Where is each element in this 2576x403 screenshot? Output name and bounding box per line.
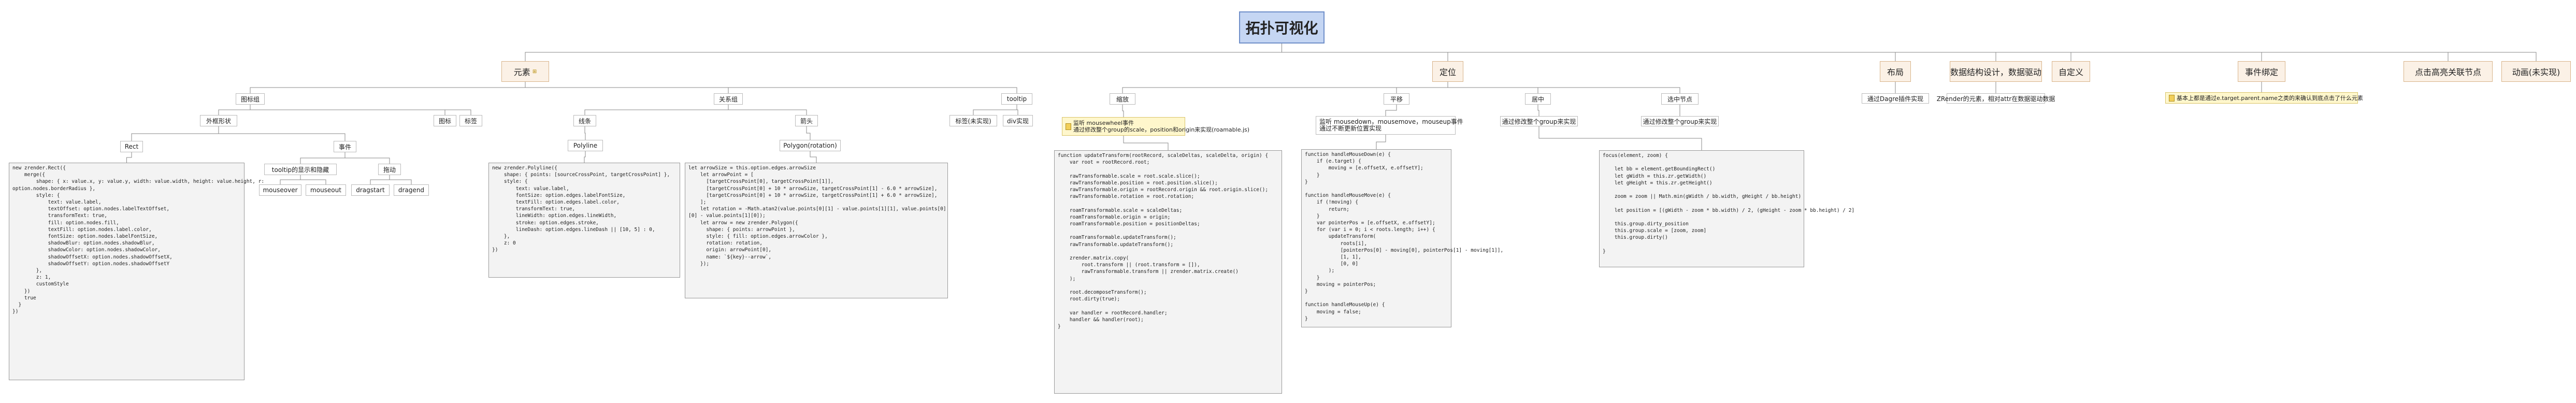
node-div-impl[interactable]: div实现 bbox=[1003, 115, 1033, 126]
collapse-badge-icon: ⊞ bbox=[532, 68, 537, 75]
note-data: ZRender的元素，相对attr在数据驱动数据 bbox=[1937, 93, 2055, 104]
connector-line bbox=[218, 126, 346, 141]
node-tag[interactable]: 标签 bbox=[459, 115, 482, 126]
node-tooltip[interactable]: tooltip bbox=[1001, 93, 1032, 105]
connector-line bbox=[525, 44, 1282, 61]
node-event-sub[interactable]: 事件 bbox=[334, 141, 356, 152]
connector-line bbox=[126, 152, 132, 163]
node-icon[interactable]: 图标 bbox=[434, 115, 456, 126]
connector-line bbox=[344, 152, 390, 164]
connector-line bbox=[370, 175, 390, 184]
connector-line bbox=[1123, 136, 1169, 150]
node-polyline[interactable]: Polyline bbox=[568, 140, 603, 151]
connector-line bbox=[728, 105, 807, 115]
node-line[interactable]: 线条 bbox=[573, 115, 596, 126]
note-zoom: 监听 mousewheel事件 通过修改整个group的scale，positi… bbox=[1062, 117, 1249, 136]
node-elements-label: 元素 bbox=[513, 67, 530, 77]
connector-line bbox=[973, 105, 1017, 115]
connector-line bbox=[300, 175, 326, 184]
node-custom[interactable]: 自定义 bbox=[2052, 61, 2090, 82]
connector-line bbox=[525, 82, 1017, 93]
code-polyline: new zrender.Polyline({ shape: { points: … bbox=[488, 163, 680, 278]
code-center: focus(element, zoom) { let bb = element.… bbox=[1599, 150, 1854, 267]
connector-line bbox=[1282, 44, 2537, 61]
node-tag-impl[interactable]: 标签(未实现) bbox=[949, 115, 997, 126]
note-pan: 监听 mousedown，mousemove，mouseup事件 通过不断更新位… bbox=[1316, 116, 1463, 135]
node-data-design[interactable]: 数据结构设计，数据驱动 bbox=[1950, 61, 2042, 82]
connector-line bbox=[1122, 105, 1124, 117]
node-select[interactable]: 选中节点 bbox=[1661, 93, 1699, 105]
note-event-text: 基本上都是通过e.target.parent.name之类的来确认到底点击了什么… bbox=[2177, 95, 2363, 102]
connector-line bbox=[250, 82, 526, 93]
node-relation-group[interactable]: 关系组 bbox=[714, 93, 743, 105]
node-zoom[interactable]: 缩放 bbox=[1110, 93, 1135, 105]
note-zoom-text: 监听 mousewheel事件 通过修改整个group的scale，positi… bbox=[1073, 120, 1250, 133]
connector-line bbox=[280, 175, 301, 184]
node-layout[interactable]: 布局 bbox=[1880, 61, 1911, 82]
connector-line bbox=[389, 175, 412, 184]
node-dragstart[interactable]: dragstart bbox=[351, 184, 390, 196]
connector-line bbox=[1385, 105, 1397, 116]
node-event[interactable]: 事件绑定 bbox=[2238, 61, 2285, 82]
connector-line bbox=[218, 105, 251, 115]
connector-line bbox=[1376, 135, 1386, 149]
node-polygon-rotation[interactable]: Polygon(rotation) bbox=[780, 140, 841, 151]
note-event: 基本上都是通过e.target.parent.name之类的来确认到底点击了什么… bbox=[2165, 92, 2363, 104]
connector-line bbox=[1538, 126, 1702, 150]
node-animation[interactable]: 动画(未实现) bbox=[2501, 61, 2571, 82]
connector-line bbox=[810, 151, 817, 163]
note-icon bbox=[2169, 94, 2175, 102]
note-icon bbox=[1066, 123, 1071, 130]
node-icon-group[interactable]: 图标组 bbox=[236, 93, 265, 105]
code-arrow: let arrowSize = this.option.edges.arrowS… bbox=[685, 163, 948, 298]
node-rect[interactable]: Rect bbox=[120, 141, 143, 152]
node-arrow[interactable]: 箭头 bbox=[795, 115, 818, 126]
connector-line bbox=[131, 126, 219, 141]
code-rect: new zrender.Rect({ merge({ shape: { x: v… bbox=[9, 163, 264, 380]
connector-line bbox=[1537, 105, 1539, 116]
node-tooltip-show-hide[interactable]: tooltip的显示和隐藏 bbox=[264, 164, 337, 175]
note-select: 通过修改整个group来实现 bbox=[1641, 116, 1719, 126]
connector-line bbox=[584, 151, 586, 163]
node-locate[interactable]: 定位 bbox=[1432, 61, 1463, 82]
connector-line bbox=[806, 126, 811, 140]
node-mouseover[interactable]: mouseover bbox=[259, 184, 301, 196]
node-drag[interactable]: 拖动 bbox=[378, 164, 401, 175]
node-mouseout[interactable]: mouseout bbox=[306, 184, 346, 196]
connector-line bbox=[1447, 82, 1680, 93]
note-layout: 通过Dagre插件实现 bbox=[1862, 93, 1929, 104]
node-shape[interactable]: 外框形状 bbox=[200, 115, 237, 126]
node-pan[interactable]: 平移 bbox=[1384, 93, 1409, 105]
code-pan: function handleMouseDown(e) { if (e.targ… bbox=[1301, 149, 1503, 327]
node-elements[interactable]: 元素 ⊞ bbox=[501, 61, 549, 82]
connector-line bbox=[1016, 105, 1018, 115]
root-title: 拓扑可视化 bbox=[1239, 11, 1325, 44]
node-dragend[interactable]: dragend bbox=[394, 184, 429, 196]
connector-line bbox=[250, 105, 471, 115]
connector-line bbox=[584, 105, 729, 115]
connector-line bbox=[300, 152, 346, 164]
note-center: 通过修改整个group来实现 bbox=[1500, 116, 1578, 126]
node-center[interactable]: 居中 bbox=[1525, 93, 1551, 105]
node-highlight[interactable]: 点击高亮关联节点 bbox=[2404, 61, 2493, 82]
code-zoom: function updateTransform(rootRecord, sca… bbox=[1054, 150, 1282, 394]
connector-line bbox=[1396, 82, 1448, 93]
